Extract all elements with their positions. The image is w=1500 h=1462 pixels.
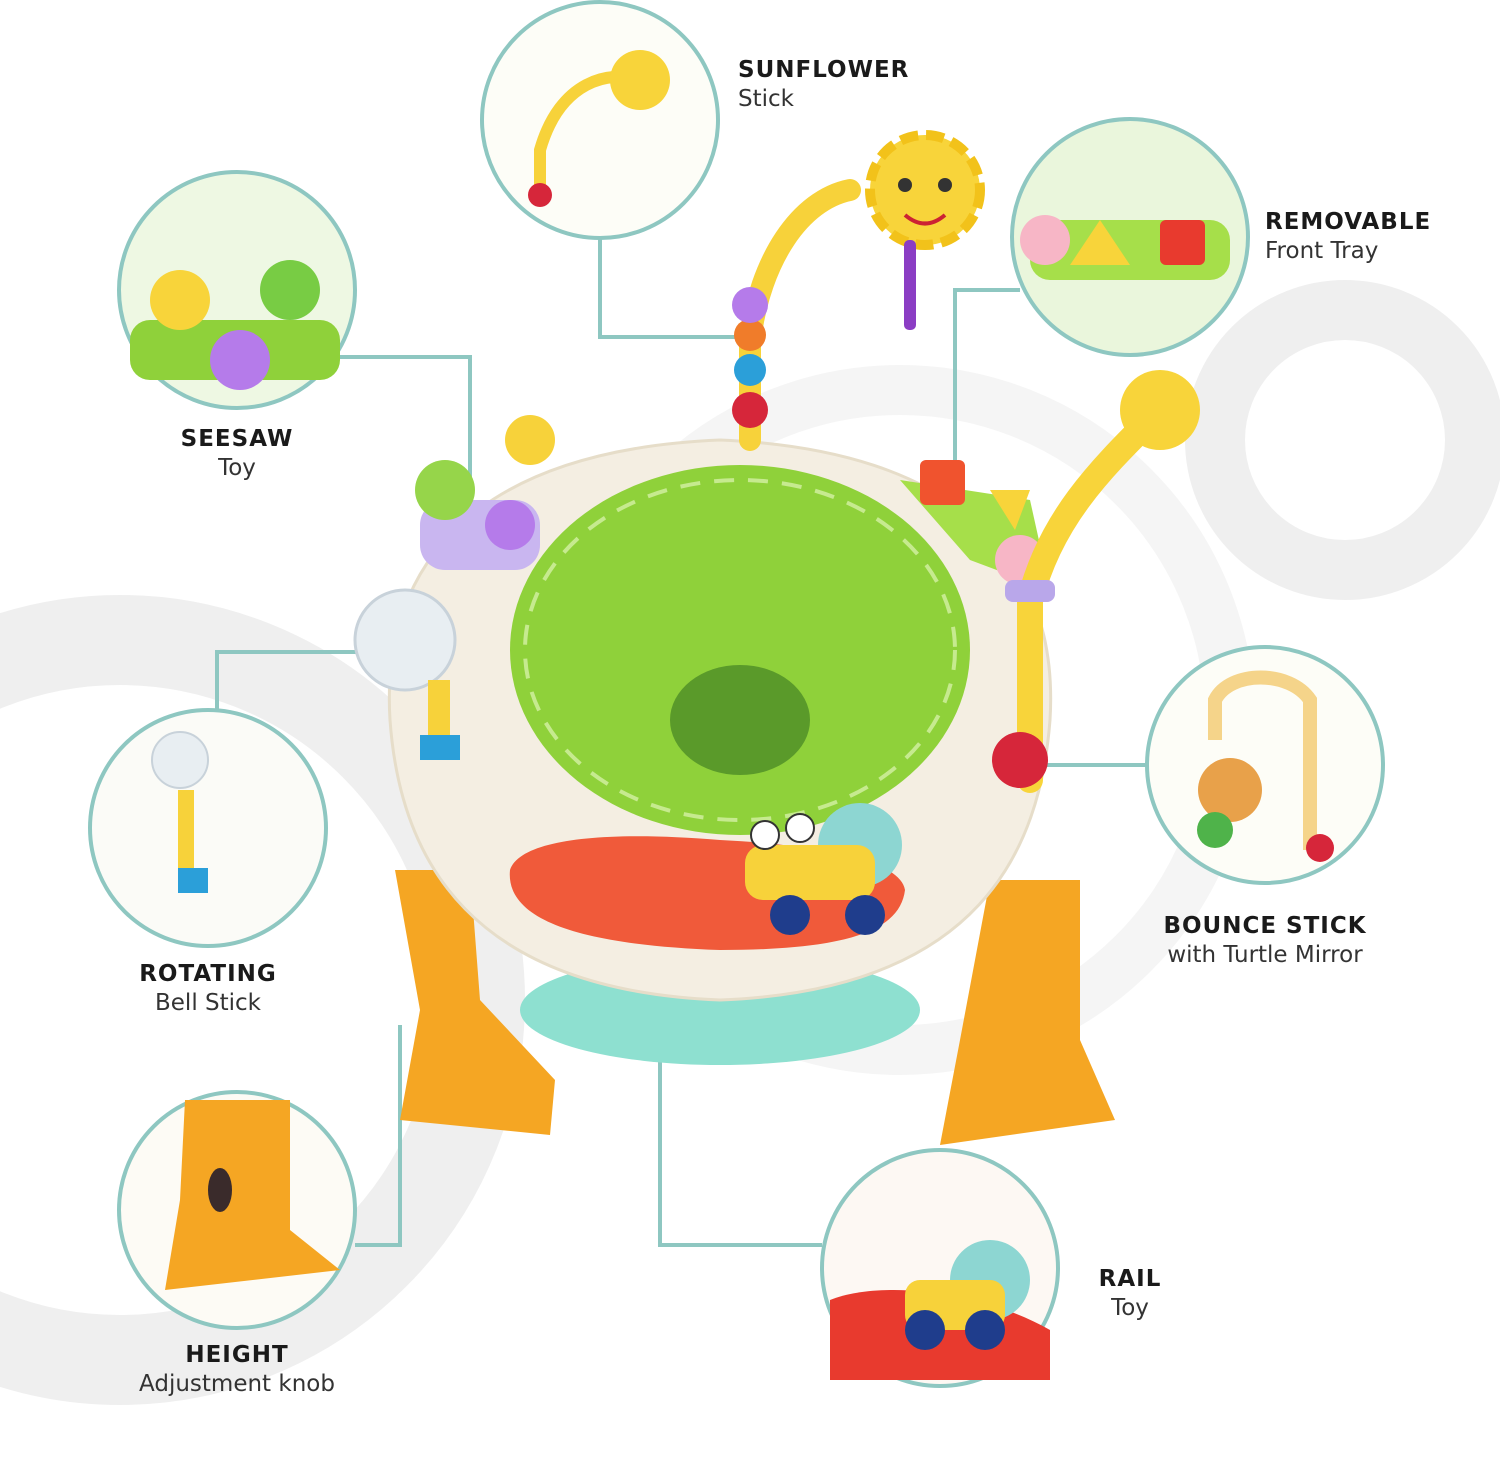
callout-title: REMOVABLE [1265,209,1432,235]
callout-label-rotating: ROTATING Bell Stick [98,960,318,1018]
leg-left [395,870,555,1135]
callout-subtitle: with Turtle Mirror [1167,941,1363,968]
callout-label-height: HEIGHT Adjustment knob [117,1341,357,1399]
seat [510,465,970,835]
callout-label-seesaw: SEESAW Toy [137,425,337,483]
callout-title: SUNFLOWER [738,57,910,83]
sunflower-face [865,130,985,250]
callout-label-tray: REMOVABLE Front Tray [1265,208,1431,266]
callout-circle-rotating [88,708,328,948]
callout-label-rail: RAIL Toy [1080,1265,1180,1323]
product-jumper-illustration [353,130,1200,1145]
connector-tray [953,288,1020,505]
callout-label-sunflower: SUNFLOWER Stick [738,56,909,114]
connector-rotating [215,650,370,710]
callout-title: SEESAW [180,426,294,452]
callout-circle-sunflower [480,0,720,240]
callout-subtitle: Stick [738,85,794,112]
connector-sunflower [598,238,745,339]
connector-height [355,1025,402,1247]
callout-subtitle: Toy [1111,1294,1149,1321]
callout-subtitle: Adjustment knob [139,1370,335,1397]
callout-title: RAIL [1098,1266,1162,1292]
callout-label-bounce: BOUNCE STICK with Turtle Mirror [1120,912,1410,970]
callout-subtitle: Toy [218,454,256,481]
callout-title: BOUNCE STICK [1163,913,1367,939]
callout-title: HEIGHT [185,1342,289,1368]
callout-subtitle: Front Tray [1265,237,1379,264]
callout-thumbnails [130,50,1334,1380]
callout-title: ROTATING [139,961,277,987]
leg-right [940,880,1115,1145]
callout-subtitle: Bell Stick [155,989,261,1016]
